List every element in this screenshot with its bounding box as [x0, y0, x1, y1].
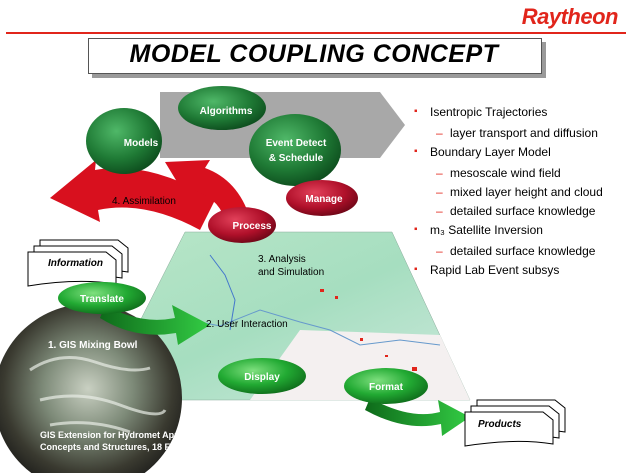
bullet-list: Isentropic Trajectories layer transport a…	[414, 104, 626, 283]
header-divider	[6, 32, 626, 34]
bullet-item: Boundary Layer Model	[414, 144, 626, 160]
manage-label: Manage	[305, 194, 343, 205]
format-node	[344, 368, 428, 404]
bullet-item: Isentropic Trajectories	[414, 104, 626, 120]
information-label: Information	[48, 258, 103, 269]
algorithms-label: Algorithms	[200, 106, 253, 117]
format-label: Format	[369, 382, 404, 393]
user-interaction-label: 2. User Interaction	[206, 319, 288, 330]
translate-node	[58, 282, 146, 314]
event-detect-node	[249, 114, 341, 186]
sub-bullet-item: detailed surface knowledge	[414, 243, 626, 259]
event-detect-label-line2: & Schedule	[269, 153, 324, 164]
translate-label: Translate	[80, 294, 124, 305]
models-node	[86, 108, 162, 174]
information-document	[27, 239, 129, 287]
earth-globe	[0, 304, 182, 473]
products-arrow	[365, 398, 470, 436]
footnote-line1: GIS Extension for Hydromet Applications	[40, 430, 217, 440]
earth-clouds	[29, 356, 167, 434]
bullet-item: Rapid Lab Event subsys	[414, 262, 626, 278]
user-interaction-arrow	[100, 305, 210, 345]
event-detect-label-line1: Event Detect	[266, 138, 327, 149]
title-frame	[88, 38, 542, 74]
raytheon-logo: Raytheon	[521, 4, 619, 29]
algorithms-node	[178, 86, 266, 130]
analysis-label-line1: 3. Analysis	[258, 254, 306, 265]
assimilation-label: 4. Assimilation	[112, 196, 176, 207]
models-label: Models	[124, 138, 159, 149]
bullet-item: m₃ Satellite Inversion	[414, 222, 626, 238]
process-label: Process	[233, 221, 272, 232]
display-node	[218, 358, 306, 394]
sub-bullet-item: detailed surface knowledge	[414, 203, 626, 219]
sub-bullet-item: mesoscale wind field	[414, 165, 626, 181]
footnote: GIS Extension for Hydromet Applications …	[40, 429, 216, 453]
sub-bullet-item: mixed layer height and cloud	[414, 184, 626, 200]
products-label: Products	[478, 419, 522, 430]
assimilation-arrow	[50, 160, 215, 230]
process-node	[208, 207, 276, 243]
manage-node	[286, 180, 358, 216]
display-label: Display	[244, 372, 280, 383]
gis-mixing-bowl-label: 1. GIS Mixing Bowl	[48, 340, 138, 351]
analysis-label-line2: and Simulation	[258, 267, 324, 278]
products-document	[464, 399, 566, 447]
sub-bullet-item: layer transport and diffusion	[414, 125, 626, 141]
footnote-line2: Concepts and Structures, 18 Feb 98	[40, 442, 194, 452]
map-river	[209, 254, 236, 331]
page-title: MODEL COUPLING CONCEPT	[129, 40, 499, 68]
map-event-markers	[320, 289, 417, 371]
